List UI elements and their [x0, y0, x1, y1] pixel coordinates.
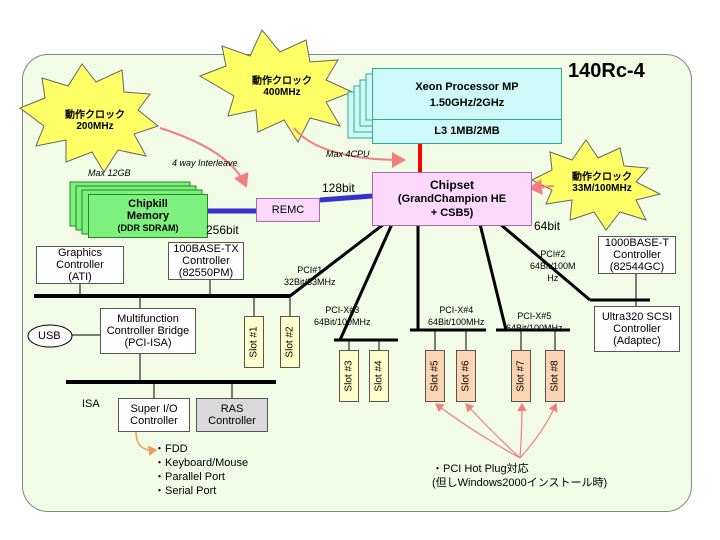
burst-33m100mhz [530, 139, 662, 231]
super-io-feature-list: ・FDD ・Keyboard/Mouse ・Parallel Port ・Ser… [154, 442, 248, 498]
cpu-box: Xeon Processor MP 1.50GHz/2GHz L3 1MB/2M… [372, 68, 562, 144]
list-item: ・Keyboard/Mouse [154, 457, 249, 469]
cpu-cache: L3 1MB/2MB [434, 125, 500, 137]
hotplug-note: ・PCI Hot Plug対応 (但しWindows2000インストール時) [432, 463, 608, 489]
list-item: ・Serial Port [154, 485, 217, 497]
slot-1: Slot #1 [244, 316, 264, 368]
cpu-name: Xeon Processor MP [415, 81, 519, 93]
max-cpu-label: Max 4CPU [326, 149, 370, 159]
remc-box: REMC [256, 198, 320, 222]
memory-box: Chipkill Memory (DDR SDRAM) [88, 194, 208, 238]
slot-5: Slot #5 [425, 350, 445, 402]
list-item: ・Parallel Port [154, 471, 225, 483]
burst-200mhz [18, 63, 160, 173]
slot-4: Slot #4 [369, 350, 389, 402]
cpu-clock: 1.50GHz/2GHz [429, 97, 505, 109]
slot-3: Slot #3 [339, 350, 359, 402]
slot-2: Slot #2 [280, 316, 300, 368]
memory-bus-128 [319, 193, 373, 203]
usb-label: USB [38, 330, 61, 342]
bus-256bit-label: 256bit [206, 223, 239, 237]
isa-label: ISA [82, 398, 100, 410]
slot-6: Slot #6 [456, 350, 476, 402]
max-memory-label: Max 12GB [88, 168, 131, 178]
slot-8: Slot #8 [545, 350, 565, 402]
list-item: ・FDD [154, 443, 188, 455]
diagram-title: 140Rc-4 [568, 60, 645, 82]
slot-7: Slot #7 [511, 350, 531, 402]
interleave-label: 4 way Interleave [172, 158, 238, 168]
chipset-box: Chipset (GrandChampion HE + CSB5) [372, 172, 532, 226]
bus-128bit-label: 128bit [322, 181, 355, 195]
bus-64bit-label: 64bit [534, 219, 561, 233]
usb-port-shape [27, 324, 73, 348]
